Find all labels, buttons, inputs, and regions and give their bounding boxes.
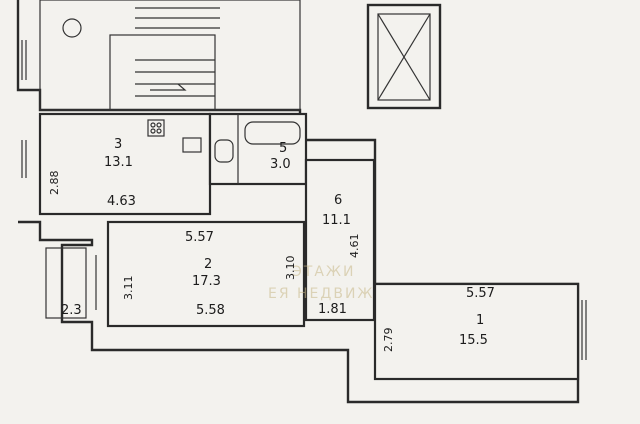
room-1-number: 1 [476, 313, 484, 328]
dim-r3-side: 2.88 [48, 171, 61, 196]
dim-r2-top: 5.57 [185, 230, 214, 245]
dim-r2-left: 3.11 [122, 276, 135, 301]
staircase [39, 0, 301, 111]
watermark-line1: ЭТАЖИ [292, 264, 355, 280]
toilet-icon [214, 139, 234, 163]
dim-r1-top: 5.57 [466, 286, 495, 301]
dim-r1-left: 2.79 [382, 328, 395, 353]
dim-hall-bottom: 1.81 [318, 302, 347, 317]
room-2-area: 17.3 [192, 274, 221, 289]
dim-hall-side: 4.61 [348, 234, 361, 259]
room-1 [373, 282, 580, 381]
room-6 [304, 158, 376, 322]
dim-balcony: 2.3 [61, 303, 82, 318]
sink-icon [182, 137, 202, 153]
dim-r2-right: 3.10 [284, 256, 297, 281]
room-3-area: 13.1 [104, 155, 133, 170]
bathroom-block [208, 112, 308, 186]
room-6-area: 11.1 [322, 213, 351, 228]
room-5-number: 5 [279, 141, 287, 156]
room-2 [106, 220, 306, 328]
watermark-line2: ЕЯ НЕДВИЖ [268, 286, 375, 302]
room-3-number: 3 [114, 137, 122, 152]
elevator-shaft [366, 3, 442, 110]
room-1-area: 15.5 [459, 333, 488, 348]
bathtub-icon [244, 121, 301, 145]
room-2-number: 2 [204, 257, 212, 272]
room-5-area: 3.0 [270, 157, 291, 172]
balcony [45, 247, 87, 319]
window-marks [21, 40, 587, 360]
stove-icon [147, 119, 165, 137]
dim-r2-bottom: 5.58 [196, 303, 225, 318]
dim-r3-bottom: 4.63 [107, 194, 136, 209]
room-6-number: 6 [334, 193, 342, 208]
